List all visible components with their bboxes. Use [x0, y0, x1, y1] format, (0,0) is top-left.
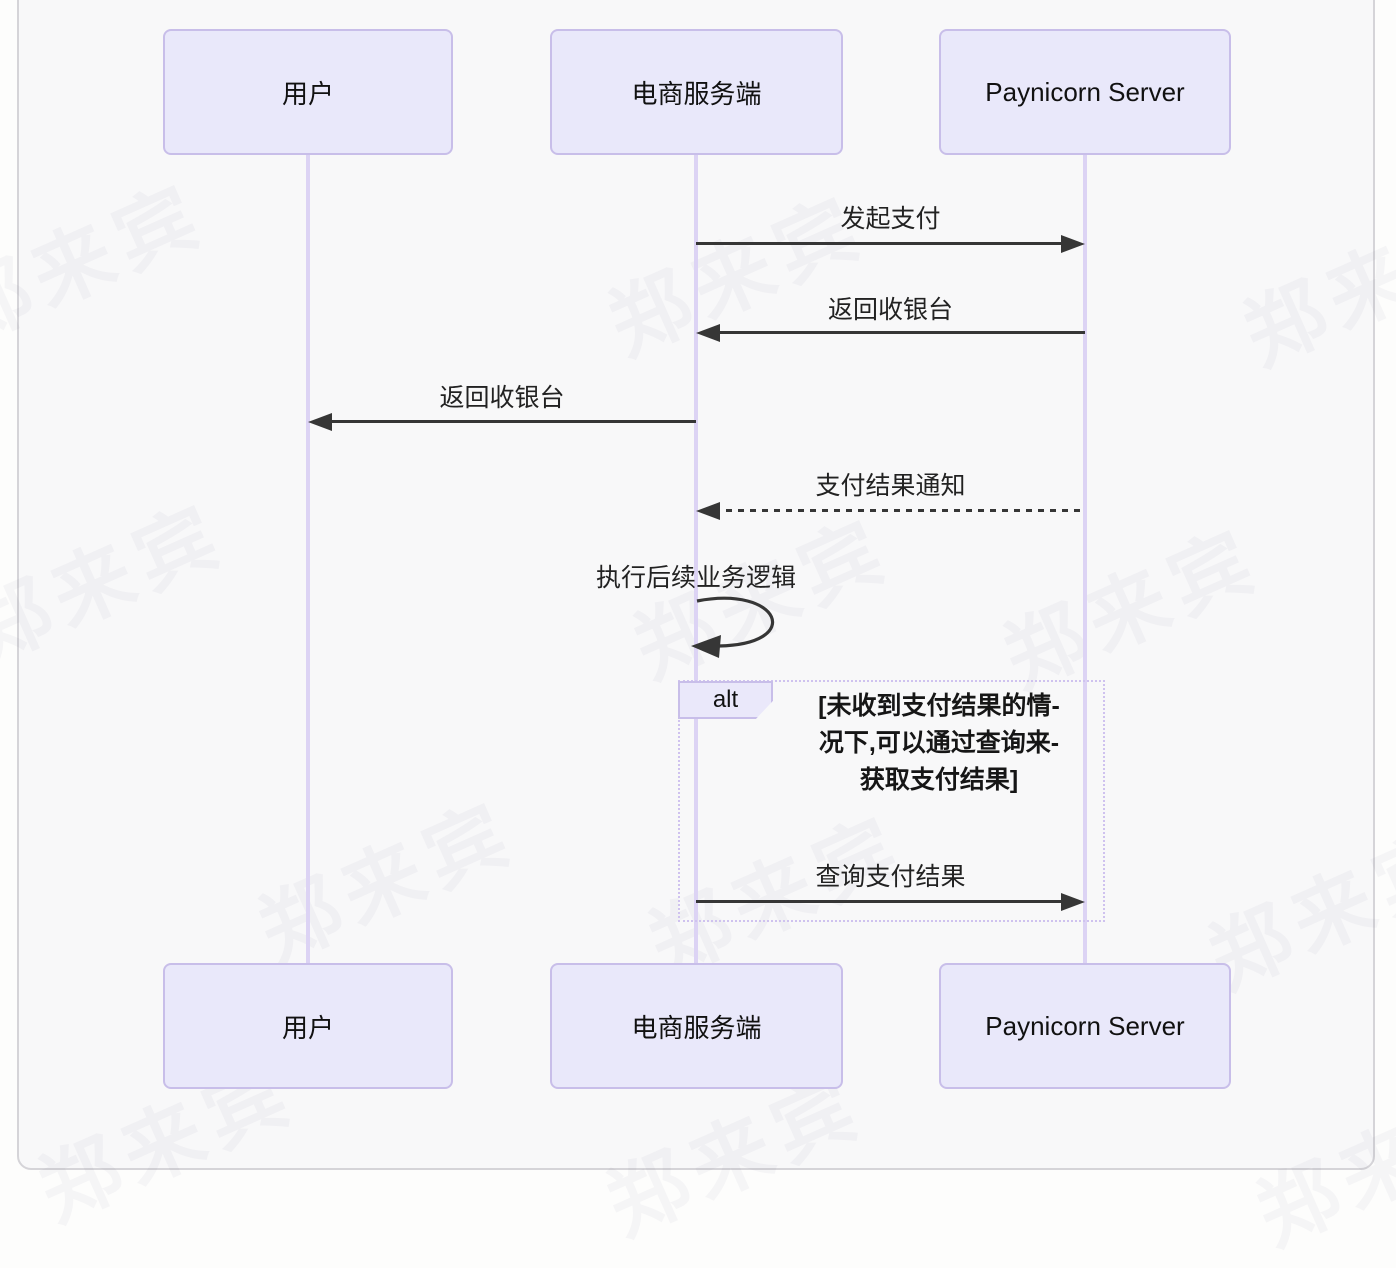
actor-ecommerce-label: 电商服务端 — [631, 1012, 762, 1043]
message-line — [696, 242, 1067, 245]
message-line — [714, 331, 1085, 334]
actor-ecommerce-label: 电商服务端 — [631, 78, 762, 109]
actor-user-top: 用户 — [163, 29, 453, 155]
alt-condition-line-3: 获取支付结果] — [859, 766, 1019, 794]
sequence-diagram: 郑来宾 郑来宾 郑来宾 郑来宾 郑来宾 郑来宾 郑来宾 郑来宾 郑来宾 郑来宾 … — [17, 0, 1375, 1170]
alt-operator-tab: alt — [678, 681, 773, 719]
message-line — [326, 420, 696, 423]
message-label: 执行后续业务逻辑 — [595, 564, 796, 592]
message-line-dashed — [714, 509, 1085, 512]
lifeline-ecommerce — [694, 155, 698, 964]
actor-paynicorn-label: Paynicorn Server — [985, 1010, 1185, 1041]
actor-ecommerce-top: 电商服务端 — [550, 29, 843, 155]
lifeline-paynicorn — [1083, 155, 1087, 964]
arrowhead-right-icon — [1061, 235, 1085, 253]
message-label: 查询支付结果 — [815, 863, 966, 891]
arrowhead-right-icon — [1061, 893, 1085, 911]
actor-paynicorn-bottom: Paynicorn Server — [939, 963, 1231, 1089]
actor-user-label: 用户 — [281, 1012, 334, 1043]
actor-user-label: 用户 — [281, 78, 334, 109]
arrowhead-left-icon — [696, 502, 720, 520]
message-label: 支付结果通知 — [815, 472, 966, 500]
actor-paynicorn-top: Paynicorn Server — [939, 29, 1231, 155]
alt-condition-text: [未收到支付结果的情- 况下,可以通过查询来- 获取支付结果] — [788, 688, 1090, 799]
message-label: 返回收银台 — [439, 384, 565, 412]
actor-user-bottom: 用户 — [163, 963, 453, 1089]
message-label: 返回收银台 — [827, 296, 953, 324]
alt-operator-label: alt — [712, 686, 739, 713]
message-line — [696, 900, 1067, 903]
actor-paynicorn-label: Paynicorn Server — [985, 76, 1185, 107]
arrowhead-left-icon — [696, 324, 720, 342]
alt-condition-line-1: [未收到支付结果的情- — [818, 692, 1060, 720]
message-label: 发起支付 — [840, 205, 941, 233]
arrowhead-left-icon — [308, 413, 332, 431]
alt-fragment — [678, 680, 1105, 922]
actor-ecommerce-bottom: 电商服务端 — [550, 963, 843, 1089]
alt-condition-line-2: 况下,可以通过查询来- — [818, 729, 1060, 757]
self-loop-arrow-icon — [691, 596, 775, 658]
lifeline-user — [306, 155, 310, 964]
